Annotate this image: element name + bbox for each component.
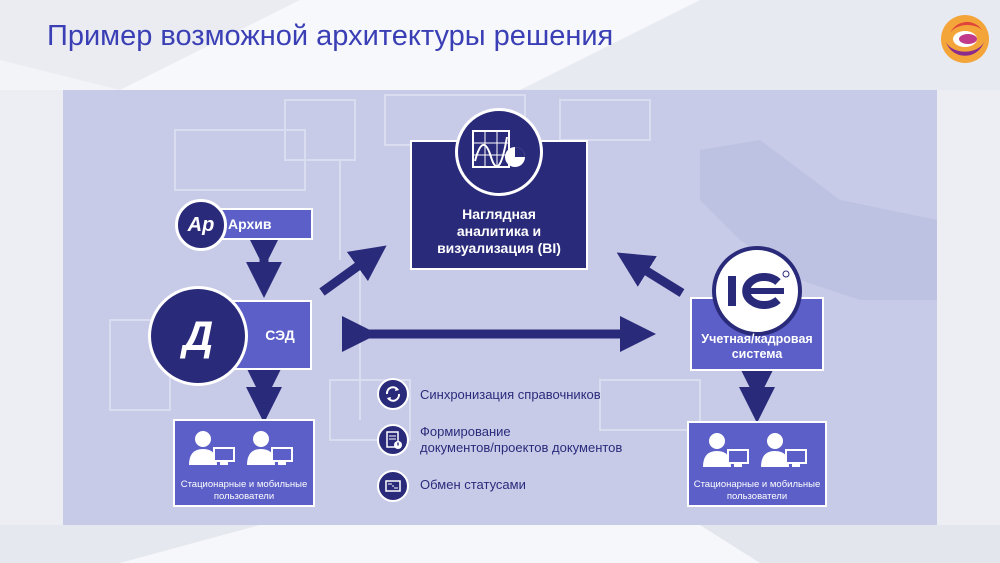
bi-analytics-box bbox=[410, 140, 588, 270]
archive-icon: Ар bbox=[175, 199, 227, 251]
bi-label-line2: аналитика и bbox=[456, 223, 542, 239]
sed-label: СЭД bbox=[265, 327, 295, 343]
sync-icon bbox=[377, 378, 409, 410]
bi-chart-icon bbox=[455, 108, 543, 196]
slide-title: Пример возможной архитектуры решения bbox=[47, 20, 614, 52]
users-left-label-line2: пользователи bbox=[213, 491, 275, 502]
users-left-label-line1: Стационарные и мобильные bbox=[180, 479, 308, 490]
status-exchange-icon bbox=[377, 470, 409, 502]
legend-document-text-line2: документов/проектов документов bbox=[420, 440, 623, 455]
sed-icon: Д bbox=[148, 286, 248, 386]
onec-logo-icon bbox=[728, 270, 790, 309]
onec-label-line1: Учетная/кадровая bbox=[701, 332, 813, 346]
company-logo bbox=[941, 15, 989, 63]
users-left-box: Стационарные и мобильные пользователи bbox=[173, 419, 315, 507]
legend-sync-text: Синхронизация справочников bbox=[420, 387, 601, 402]
legend-document-text-line1: Формирование bbox=[420, 424, 511, 439]
bi-label-line3: визуализация (BI) bbox=[437, 240, 561, 256]
users-right-label-line2: пользователи bbox=[726, 491, 788, 502]
users-right-label-line1: Стационарные и мобильные bbox=[693, 479, 821, 490]
sed-icon-text: Д bbox=[182, 312, 214, 359]
onec-icon bbox=[712, 246, 802, 336]
bi-label-line1: Наглядная bbox=[462, 206, 536, 222]
archive-label: Архив bbox=[228, 216, 272, 232]
users-right-icon bbox=[703, 433, 807, 467]
legend-status-text: Обмен статусами bbox=[420, 477, 526, 492]
users-right-box: Стационарные и мобильные пользователи bbox=[687, 421, 827, 507]
onec-label-line2: система bbox=[731, 347, 783, 361]
archive-icon-text: Ар bbox=[187, 213, 215, 236]
users-left-icon bbox=[189, 431, 293, 465]
document-icon bbox=[377, 424, 409, 456]
